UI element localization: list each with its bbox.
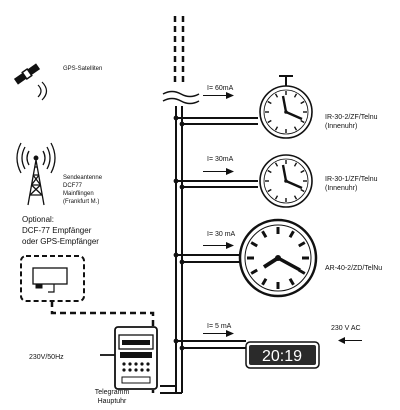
transmitter-label-1: Sendeantenne	[63, 175, 103, 181]
optional-label-1: Optional:	[22, 215, 54, 224]
optional-label-2: DCF-77 Empfänger	[22, 226, 92, 235]
bus-lines	[160, 106, 183, 394]
branch-1-current: I= 60mA	[207, 85, 234, 92]
branch-1-device-sub: (Innenuhr)	[325, 123, 357, 130]
voltage-input-label: 230V/50Hz	[29, 354, 64, 361]
wall-clock-icon	[259, 154, 313, 208]
branch-1-wires	[176, 117, 258, 125]
optional-label-3: oder GPS-Empfänger	[22, 237, 99, 246]
transmitter-label-3: Mainflingen	[63, 191, 94, 197]
branch-3-current: I= 30 mA	[207, 231, 236, 238]
receiver-icon	[20, 255, 85, 302]
current-arrow-2	[203, 168, 234, 175]
ac-output-label: 230 V AC	[331, 325, 361, 332]
ac-arrow	[338, 337, 362, 344]
branch-2-current: I= 30mA	[207, 156, 234, 163]
wall-clock-icon	[238, 218, 318, 298]
current-arrow-3	[203, 242, 234, 249]
master-clock-icon	[114, 326, 158, 390]
current-arrow-1	[203, 92, 234, 99]
branch-1-device: IR-30-2/ZF/Telnu	[325, 114, 378, 121]
gps-satellite-label: GPS-Satelliten	[63, 66, 102, 72]
branch-3-wires	[176, 254, 240, 263]
transmitter-label-2: DCF77	[63, 183, 83, 189]
radio-tower-icon	[16, 142, 56, 206]
wall-clock-icon	[259, 75, 313, 139]
branch-3-device: AR-40-2/ZD/TelNu	[325, 265, 382, 272]
line-break-symbol	[162, 90, 200, 105]
digital-clock-icon	[245, 341, 320, 369]
branch-2-device-sub: (Innenuhr)	[325, 185, 357, 192]
branch-4-current: I= 5 mA	[207, 323, 232, 330]
transmitter-label-4: (Frankfurt M.)	[63, 199, 99, 205]
satellite-icon	[13, 63, 48, 101]
digital-clock-time: 20:19	[262, 348, 302, 365]
master-clock-label-1: Telegramm	[95, 389, 130, 396]
branch-2-device: IR-30-1/ZF/Telnu	[325, 176, 378, 183]
master-clock-label-2: Hauptuhr	[98, 398, 127, 405]
branch-2-wires	[176, 180, 258, 188]
branch-4-wires	[176, 340, 246, 349]
current-arrow-4	[203, 330, 234, 337]
